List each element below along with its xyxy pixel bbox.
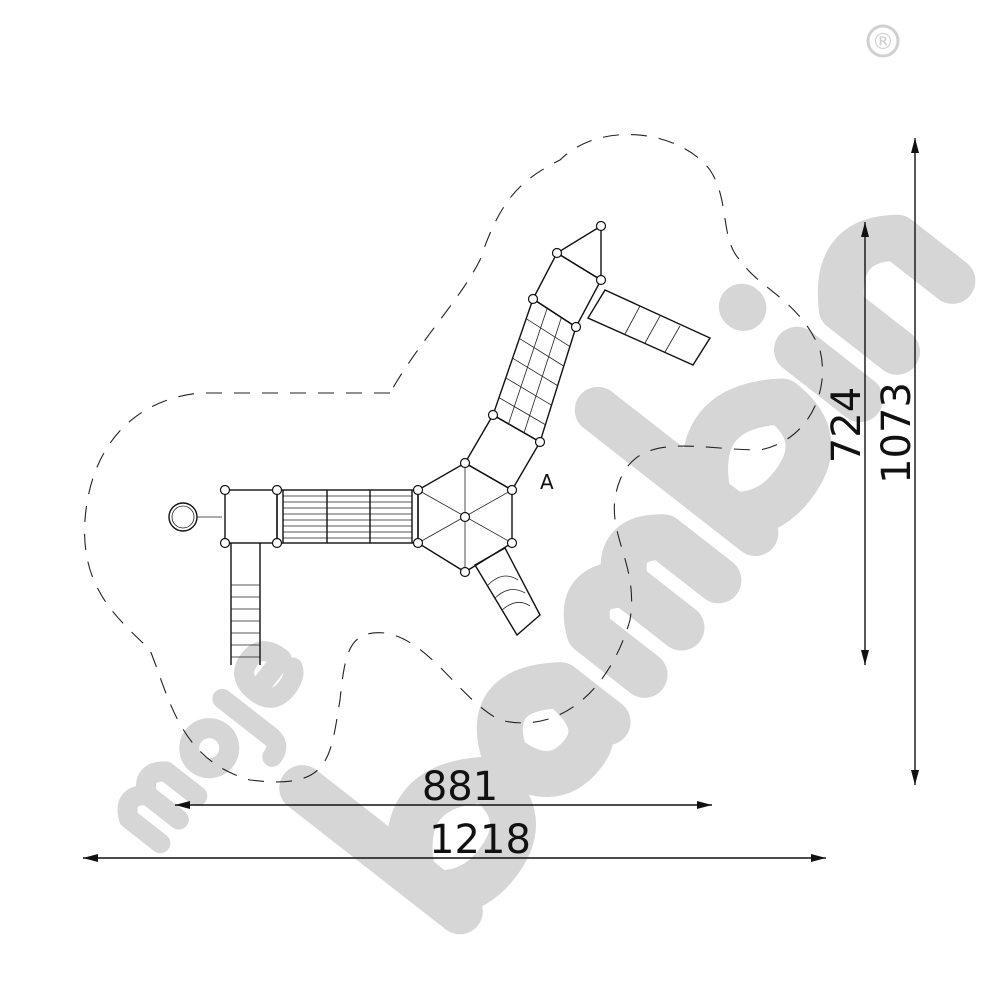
post-node (595, 274, 607, 286)
post-node (459, 511, 471, 523)
post-node (271, 484, 283, 496)
net-bridge (492, 297, 577, 444)
watermark-brand-small (117, 641, 304, 854)
tube-bridge (276, 489, 419, 544)
post-node (412, 484, 424, 496)
ring-element (168, 502, 198, 532)
watermark-brand (279, 214, 976, 935)
post-node (219, 484, 231, 496)
net-rope (498, 397, 546, 426)
dimension-inner-height: 724 (824, 387, 870, 463)
post-node (459, 566, 471, 578)
post-node (487, 409, 499, 421)
net-rope (508, 308, 548, 425)
post-node (506, 484, 518, 496)
dimension-outer-height: 1073 (874, 382, 920, 484)
watermark-logo: ® (117, 24, 976, 935)
net-rope (512, 357, 558, 386)
net-rope (505, 377, 552, 406)
post-node (570, 321, 582, 333)
net-rope (519, 338, 564, 367)
bottom-slide (474, 547, 541, 637)
top-slide (586, 289, 712, 366)
left-ladder (230, 543, 261, 665)
registered-mark: ® (872, 30, 894, 55)
top-roof-triangle (555, 224, 602, 282)
upper-platform (464, 414, 541, 491)
post-node (412, 537, 424, 549)
top-platform (532, 252, 602, 329)
post-node (527, 293, 539, 305)
registered-mark-circle (866, 24, 900, 58)
post-node (595, 220, 607, 232)
net-rope (523, 317, 562, 433)
post-node (534, 436, 546, 448)
post-node (459, 457, 471, 469)
left-platform (224, 489, 278, 544)
post-node (551, 247, 563, 259)
zone-label: A (540, 470, 554, 494)
play-structure: A (168, 220, 712, 665)
post-node (219, 537, 231, 549)
dimension-lines: 881 1218 724 1073 (83, 138, 920, 863)
dimension-outer-width: 1218 (429, 817, 531, 863)
net-rope (525, 318, 571, 347)
post-node (271, 537, 283, 549)
dimension-inner-width: 881 (422, 764, 498, 810)
post-node (506, 537, 518, 549)
